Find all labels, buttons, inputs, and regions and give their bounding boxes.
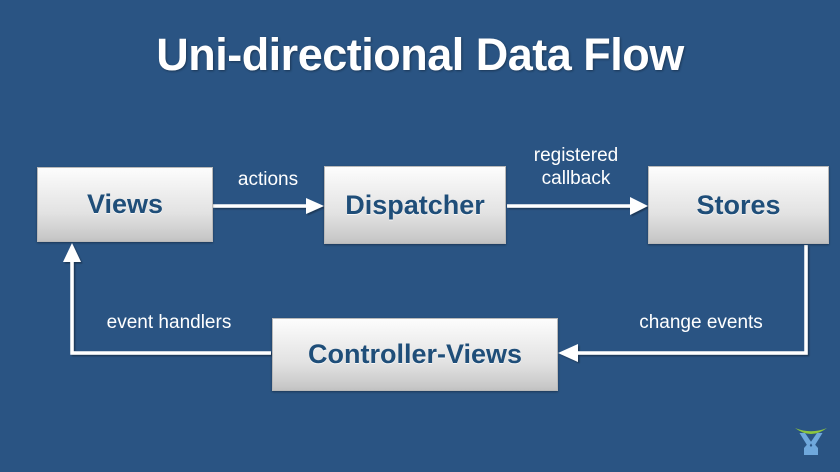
connector-label-actions: actions bbox=[237, 169, 299, 190]
connector-label-event-handlers: event handlers bbox=[106, 312, 232, 333]
company-logo bbox=[795, 428, 827, 455]
node-stores[interactable]: Stores bbox=[648, 166, 829, 244]
arrow-controller-to-views bbox=[63, 243, 271, 355]
node-dispatcher[interactable]: Dispatcher bbox=[324, 166, 506, 244]
connector-label-registered-callback: registered callback bbox=[533, 145, 619, 189]
arrow-stores-to-controller bbox=[558, 245, 808, 362]
page-title: Uni-directional Data Flow bbox=[156, 29, 684, 80]
logo-x-mark-icon bbox=[799, 433, 823, 455]
arrow-dispatcher-to-stores bbox=[507, 197, 648, 215]
arrow-views-to-dispatcher bbox=[213, 198, 324, 214]
node-controller-views[interactable]: Controller-Views bbox=[272, 318, 558, 391]
node-views[interactable]: Views bbox=[37, 167, 213, 242]
logo-arc-icon bbox=[795, 428, 827, 434]
connector-label-change-events: change events bbox=[639, 312, 763, 333]
